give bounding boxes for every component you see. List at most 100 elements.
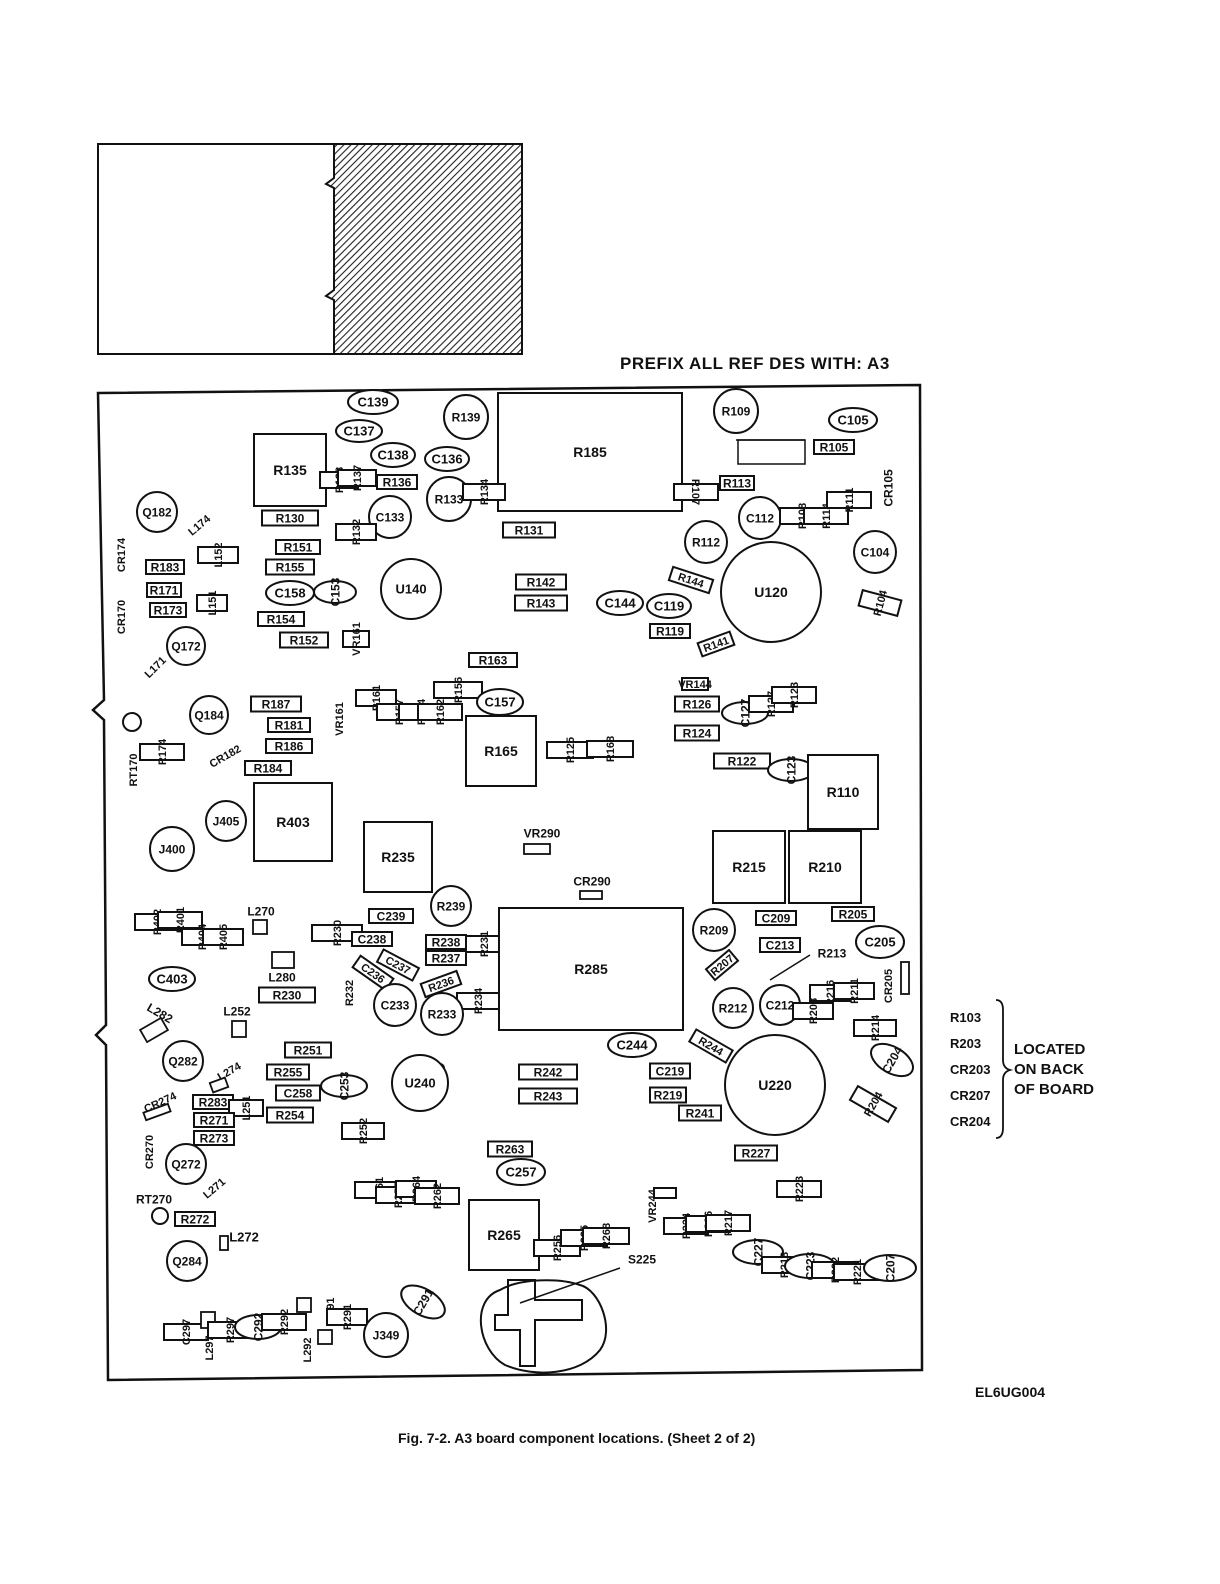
component-r227: R227 xyxy=(734,1144,778,1162)
component-r184: R184 xyxy=(244,760,292,776)
component-c207: C207 xyxy=(863,1253,917,1282)
component-r104: R104 xyxy=(857,588,903,618)
label-r221: R221 xyxy=(852,1259,864,1285)
component-r171: R171 xyxy=(146,582,182,598)
component-r137: R137 xyxy=(337,465,377,491)
component-r162: R162 xyxy=(417,699,463,725)
label-r105: R105 xyxy=(820,440,849,454)
label-r242: R242 xyxy=(534,1065,563,1079)
component-l272 xyxy=(219,1235,229,1251)
component-q182: Q182 xyxy=(136,491,178,533)
component-r233: R233 xyxy=(420,992,464,1036)
component-l280 xyxy=(271,951,295,969)
component-r107: R107 xyxy=(673,479,719,505)
component-l271: L271 xyxy=(201,1176,228,1201)
label-s225: S225 xyxy=(628,1252,656,1266)
component-j405: J405 xyxy=(205,800,247,842)
component-r244: R244 xyxy=(687,1028,735,1064)
component-r405: R405 xyxy=(202,924,244,950)
label-r126: R126 xyxy=(683,697,712,711)
label-c257: C257 xyxy=(505,1165,536,1180)
back-ref: R103 xyxy=(950,1010,982,1025)
label-l292: L292 xyxy=(302,1337,314,1362)
component-r271: R271 xyxy=(193,1112,235,1128)
label-r186: R186 xyxy=(275,739,304,753)
component-r187: R187 xyxy=(250,695,302,713)
component-l282 xyxy=(138,1016,170,1044)
component-vr290 xyxy=(523,843,551,855)
component-r111: R111 xyxy=(826,487,872,513)
label-r237: R237 xyxy=(432,951,461,965)
label-r241: R241 xyxy=(686,1106,715,1120)
label-r130: R130 xyxy=(276,511,305,525)
label-r162: R162 xyxy=(435,699,447,725)
label-c219: C219 xyxy=(656,1064,685,1078)
label-vr161: VR161 xyxy=(334,702,346,736)
component-c205: C205 xyxy=(855,925,905,959)
component-j400: J400 xyxy=(149,826,195,872)
label-r297: R297 xyxy=(225,1317,237,1343)
label-r283: R283 xyxy=(199,1095,228,1109)
label-u240: U240 xyxy=(404,1076,435,1091)
label-c123: C123 xyxy=(784,755,798,784)
label-c207: C207 xyxy=(883,1253,897,1282)
component-l292 xyxy=(317,1329,333,1345)
label-c112: C112 xyxy=(746,511,774,525)
label-r243: R243 xyxy=(534,1089,563,1103)
component-r212: R212 xyxy=(712,987,754,1029)
component-r255: R255 xyxy=(266,1063,310,1081)
back-note-line: LOCATED xyxy=(1014,1041,1086,1058)
component-r123: R123 xyxy=(771,682,817,708)
label-r238: R238 xyxy=(432,935,461,949)
component-l291 xyxy=(296,1297,312,1313)
label-q172: Q172 xyxy=(171,639,201,653)
component-q172: Q172 xyxy=(166,626,206,666)
label-r122: R122 xyxy=(728,754,757,768)
back-of-board-brace xyxy=(995,999,1014,1139)
component-c239: C239 xyxy=(368,908,414,924)
label-c139: C139 xyxy=(357,395,388,410)
component-r292: R292 xyxy=(261,1309,307,1335)
component-l270: L270 xyxy=(247,904,275,918)
label-r181: R181 xyxy=(275,718,304,732)
label-c157: C157 xyxy=(484,695,515,710)
label-r137: R137 xyxy=(352,465,364,491)
label-r165: R165 xyxy=(484,743,518,759)
label-r292: R292 xyxy=(279,1309,291,1335)
s225-switch-outline xyxy=(479,1279,608,1374)
component-r139: R139 xyxy=(443,394,489,440)
label-cr182: CR182 xyxy=(208,743,244,771)
label-c119: C119 xyxy=(654,599,684,614)
component-r163: R163 xyxy=(468,652,518,668)
component-l272: L272 xyxy=(229,1230,259,1245)
component-r154: R154 xyxy=(257,611,305,627)
label-q272: Q272 xyxy=(171,1157,201,1171)
label-r155: R155 xyxy=(276,560,305,574)
label-l252: L252 xyxy=(223,1004,251,1018)
label-l174: L174 xyxy=(186,513,214,539)
label-c105: C105 xyxy=(837,413,868,428)
label-r208: R208 xyxy=(808,998,820,1024)
component-r119: R119 xyxy=(649,623,691,639)
label-l297: L297 xyxy=(204,1335,216,1360)
label-r262: R262 xyxy=(432,1183,444,1209)
label-u140: U140 xyxy=(395,582,426,597)
component-r151: R151 xyxy=(275,539,321,555)
component-r165: R165 xyxy=(465,715,537,787)
back-ref: CR207 xyxy=(950,1088,991,1103)
label-r109: R109 xyxy=(722,404,751,418)
component-cr174: CR174 xyxy=(116,537,128,572)
component-r109: R109 xyxy=(713,388,759,434)
label-r233: R233 xyxy=(428,1007,457,1021)
label-r223: R223 xyxy=(794,1176,806,1202)
component-c144: C144 xyxy=(596,590,644,616)
component-r211: R211 xyxy=(833,978,875,1004)
label-r133: R133 xyxy=(435,492,464,506)
label-u220: U220 xyxy=(758,1077,792,1093)
component-r215: R215 xyxy=(712,830,786,904)
label-j405: J405 xyxy=(213,814,240,828)
component-rt170: RT170 xyxy=(128,753,140,786)
component-c105: C105 xyxy=(828,407,878,433)
component-r241: R241 xyxy=(678,1104,722,1122)
label-r168: R168 xyxy=(605,736,617,762)
